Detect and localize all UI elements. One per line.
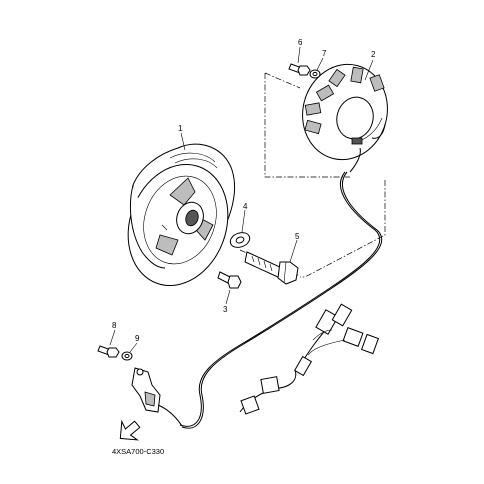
washer-7[interactable]	[309, 69, 321, 79]
wire-harness[interactable]	[179, 171, 383, 429]
callouts: 1 2 3 4 5 6 7 8 9	[112, 38, 376, 343]
callout-1: 1	[178, 124, 183, 133]
callout-3: 3	[223, 305, 228, 314]
bolt-6[interactable]	[288, 63, 311, 76]
leader-lines	[109, 46, 374, 353]
callout-5: 5	[295, 232, 300, 241]
washer[interactable]	[228, 230, 252, 250]
forward-arrow-icon	[119, 419, 141, 441]
callout-6: 6	[298, 38, 303, 47]
flywheel-nut[interactable]	[244, 251, 299, 285]
pickup-coil[interactable]	[131, 367, 183, 427]
bolt-8[interactable]	[97, 345, 120, 358]
wire-connectors[interactable]	[239, 303, 380, 415]
callout-4: 4	[243, 202, 248, 211]
callout-9: 9	[135, 334, 140, 343]
bolt-3[interactable]	[217, 271, 242, 289]
flywheel-rotor[interactable]	[112, 143, 245, 300]
callout-7: 7	[322, 49, 327, 58]
washer-9[interactable]	[121, 351, 133, 361]
stator-coil[interactable]	[292, 55, 398, 173]
callout-2: 2	[371, 50, 376, 59]
diagram-code: 4XSA700-C330	[112, 447, 164, 456]
callout-8: 8	[112, 321, 117, 330]
